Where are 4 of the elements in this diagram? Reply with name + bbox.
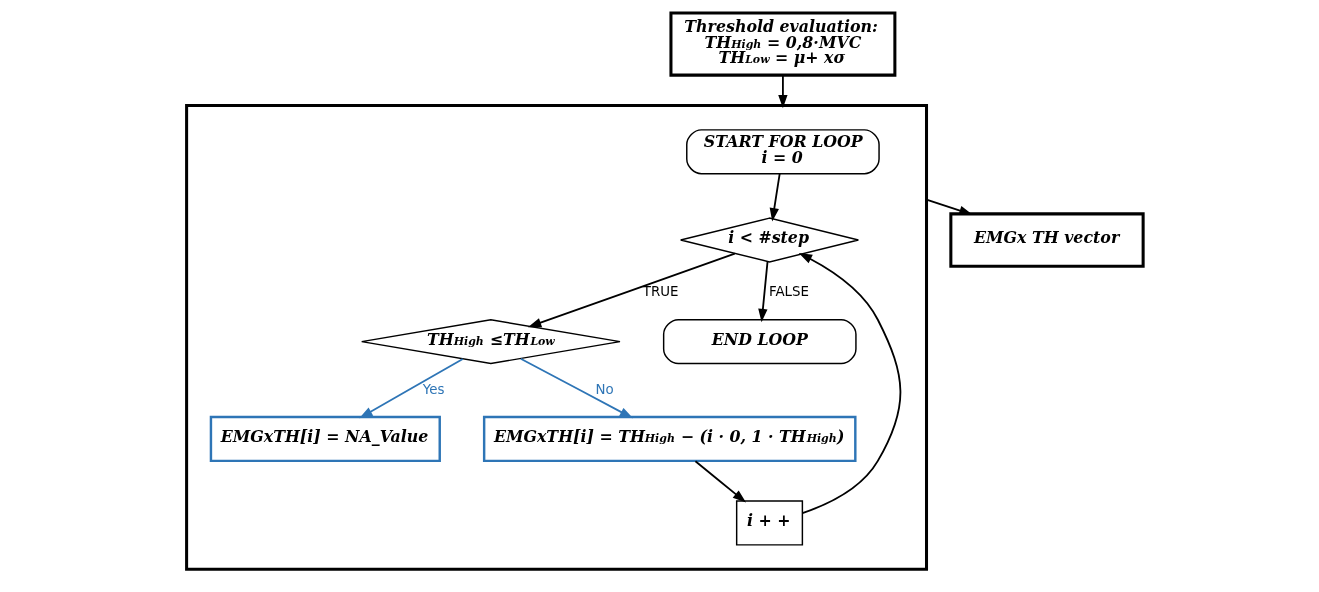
edge-label: FALSE bbox=[768, 284, 809, 300]
edge-label: No bbox=[595, 381, 614, 397]
edge-label: TRUE bbox=[642, 284, 678, 300]
edge-label: Yes bbox=[422, 381, 444, 397]
